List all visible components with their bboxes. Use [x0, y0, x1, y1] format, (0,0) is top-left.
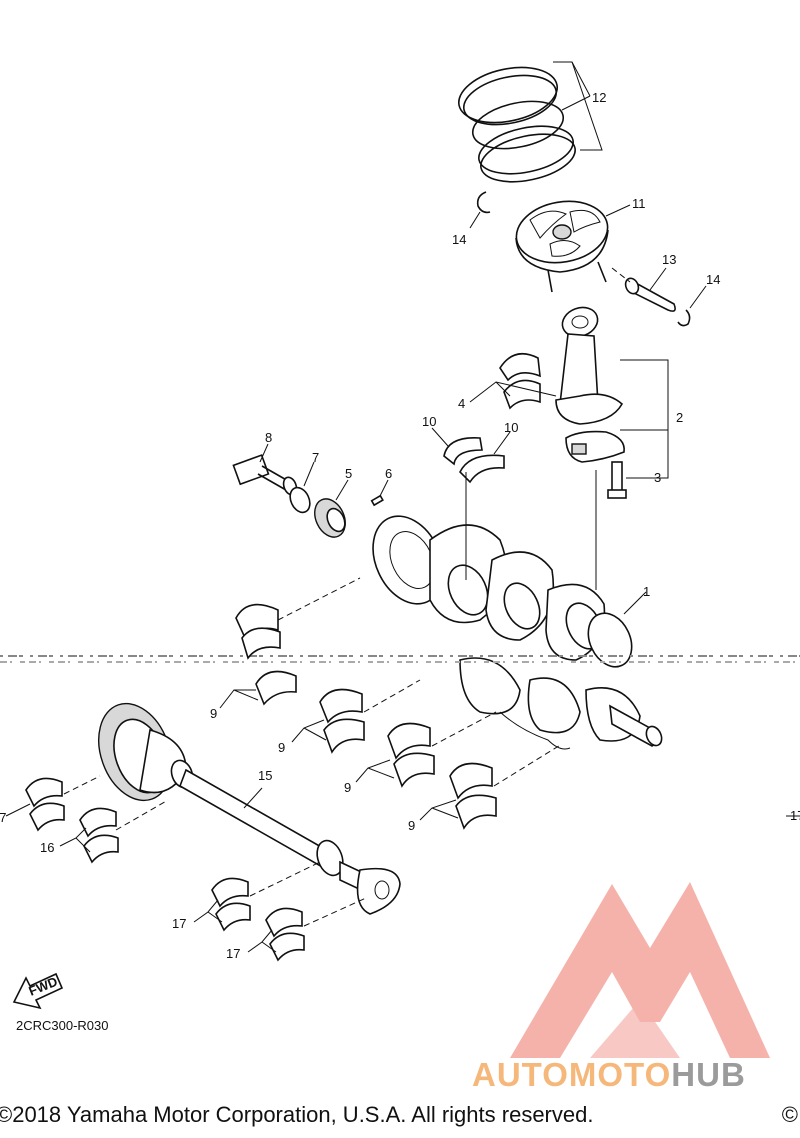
balancer-bearing-16[interactable] [79, 807, 119, 864]
callout-14-b: 14 [706, 272, 720, 287]
callout-16: 16 [40, 840, 54, 855]
balancer-bearing-17-left[interactable] [25, 777, 65, 832]
callout-3: 3 [654, 470, 661, 485]
callout-13: 13 [662, 252, 676, 267]
watermark-brand-part1: AUTOMOTO [472, 1056, 672, 1093]
fwd-arrow: FWD [12, 972, 64, 1010]
thrust-bearing-left[interactable] [443, 437, 483, 466]
balancer-bearing-17-low[interactable] [265, 907, 305, 962]
watermark-logo [510, 882, 770, 1058]
callout-14-a: 14 [452, 232, 466, 247]
conrod-bearing-upper[interactable] [499, 352, 541, 410]
piston-pin[interactable] [623, 276, 676, 312]
connecting-rod[interactable] [555, 303, 625, 463]
washer[interactable] [286, 484, 313, 515]
circlip-right[interactable] [677, 309, 691, 327]
callout-17-a: 17 [0, 810, 6, 825]
callout-1: 1 [643, 584, 650, 599]
callout-17-b: 17 [172, 916, 186, 931]
crank-sprocket[interactable] [309, 494, 351, 542]
piston[interactable] [511, 194, 612, 293]
scan-noise-band [0, 655, 800, 663]
callout-6: 6 [385, 466, 392, 481]
callout-17-c: 17 [226, 946, 240, 961]
callout-7: 7 [312, 450, 319, 465]
callout-9-b: 9 [278, 740, 285, 755]
callout-9-d: 9 [408, 818, 415, 833]
balancer-shaft[interactable] [86, 693, 401, 915]
callout-10-b: 10 [504, 420, 518, 435]
callout-12: 12 [592, 90, 606, 105]
key[interactable] [370, 494, 384, 507]
callout-17-d: 17 [790, 808, 800, 823]
callout-10-a: 10 [422, 414, 436, 429]
diagram-code: 2CRC300-R030 [16, 1018, 109, 1033]
callout-9-c: 9 [344, 780, 351, 795]
thrust-bearing-right[interactable] [459, 454, 505, 484]
callout-9-a: 9 [210, 706, 217, 721]
circlip-left[interactable] [476, 191, 491, 214]
watermark-brand: AUTOMOTOHUB [472, 1056, 746, 1094]
footer: ©2018 Yamaha Motor Corporation, U.S.A. A… [0, 1100, 800, 1136]
callout-11: 11 [632, 196, 646, 211]
balancer-bearing-17-mid[interactable] [211, 877, 251, 932]
oil-pump-drive-bolt[interactable] [232, 454, 298, 496]
rod-bolt[interactable] [607, 461, 627, 499]
copyright-symbol: © [781, 1102, 798, 1127]
callout-5: 5 [345, 466, 352, 481]
callout-8: 8 [265, 430, 272, 445]
main-bearings-row[interactable] [235, 603, 497, 830]
callout-4: 4 [458, 396, 465, 411]
copyright-text: ©2018 Yamaha Motor Corporation, U.S.A. A… [0, 1102, 594, 1127]
piston-rings[interactable] [454, 59, 580, 189]
callout-2: 2 [676, 410, 683, 425]
watermark-brand-part2: HUB [671, 1056, 746, 1093]
callout-15: 15 [258, 768, 272, 783]
crankshaft[interactable] [360, 505, 665, 750]
